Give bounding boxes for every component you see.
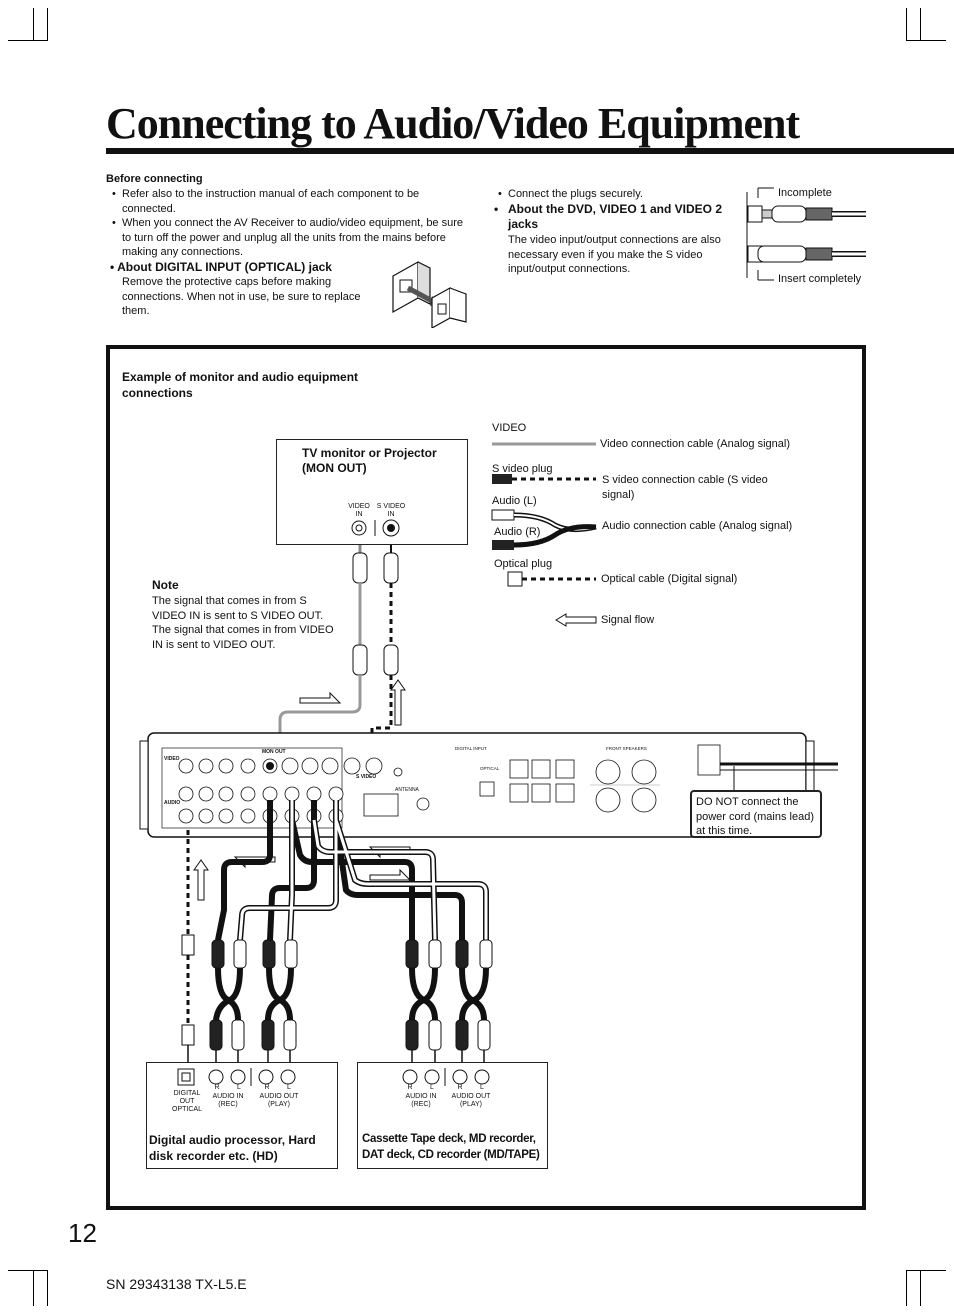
legend-optical-plug: Optical plug <box>494 558 553 570</box>
receiver-optical-label: OPTICAL <box>480 766 500 771</box>
md-r-label: R <box>457 1084 463 1091</box>
hd-r-label: R <box>264 1084 270 1091</box>
plug-insert-illustration <box>746 187 866 281</box>
optical-jack-heading: • About DIGITAL INPUT (OPTICAL) jack <box>110 260 332 274</box>
legend-optical-desc: Optical cable (Digital signal) <box>601 573 738 585</box>
receiver-s-video-label: S VIDEO <box>356 774 377 780</box>
tv-jacks <box>351 519 400 537</box>
legend-video-plug: VIDEO <box>492 422 527 434</box>
video-in-label: VIDEO IN <box>348 503 370 518</box>
crop-mark <box>920 8 921 41</box>
crop-mark <box>33 1270 34 1306</box>
md-audio-in-label: AUDIO IN (REC) <box>405 1093 437 1108</box>
dvd-jacks-heading-text: About the DVD, VIDEO 1 and VIDEO 2 jacks <box>508 202 723 231</box>
md-l-label: L <box>480 1084 484 1091</box>
s-video-in-label: S VIDEO IN <box>376 503 406 518</box>
receiver-video-label: VIDEO <box>164 756 180 762</box>
md-device-title: Cassette Tape deck, MD recorder, DAT dec… <box>362 1133 540 1161</box>
dvd-jacks-text: The video input/output connections are a… <box>508 234 721 275</box>
power-warning-text: DO NOT connect the power cord (mains lea… <box>696 796 814 837</box>
hd-l-label: L <box>287 1084 291 1091</box>
dvd-jacks-heading: • About the DVD, VIDEO 1 and VIDEO 2 jac… <box>494 202 744 232</box>
legend-audio-l-plug: Audio (L) <box>492 495 537 507</box>
hd-audio-out-label: AUDIO OUT (PLAY) <box>259 1093 299 1108</box>
hd-device-title: Digital audio processor, Hard disk recor… <box>149 1133 316 1163</box>
md-r-label: R <box>407 1084 413 1091</box>
hd-r-label: R <box>214 1084 220 1091</box>
crop-mark <box>906 40 946 41</box>
legend-signal-flow: Signal flow <box>601 614 655 626</box>
crop-mark <box>33 8 34 41</box>
optical-cap-illustration <box>392 260 467 328</box>
hd-audio-in-label: AUDIO IN (REC) <box>212 1093 244 1108</box>
tv-monitor-box <box>276 439 468 545</box>
bullet-text: When you connect the AV Receiver to audi… <box>122 217 464 258</box>
legend-audio-desc: Audio connection cable (Analog signal) <box>602 520 793 532</box>
hd-l-label: L <box>237 1084 241 1091</box>
legend-audio-r-plug: Audio (R) <box>494 526 541 538</box>
receiver-front-speakers-label: FRONT SPEAKERS <box>606 746 647 751</box>
title-rule <box>106 148 954 154</box>
crop-mark <box>906 1270 946 1271</box>
note-text: The signal that comes in from S VIDEO IN… <box>152 595 334 651</box>
diagram-frame <box>106 345 866 1210</box>
receiver-antenna-label: ANTENNA <box>395 787 419 793</box>
optical-jack-text: Remove the protective caps before making… <box>122 276 361 317</box>
tv-monitor-title: TV monitor or Projector (MON OUT) <box>302 446 437 475</box>
crop-mark <box>906 8 907 41</box>
page-title: Connecting to Audio/Video Equipment <box>106 99 800 148</box>
legend-video-desc: Video connection cable (Analog signal) <box>600 438 790 450</box>
receiver-digital-input-label: DIGITAL INPUT <box>455 746 487 751</box>
crop-mark <box>47 8 48 41</box>
incomplete-label: Incomplete <box>778 187 832 199</box>
bullet-dot: • <box>494 202 499 216</box>
receiver-audio-label: AUDIO <box>164 800 181 806</box>
legend-svideo-desc: S video connection cable (S video signal… <box>602 474 768 501</box>
connect-securely-bullet: • Connect the plugs securely. <box>498 187 748 202</box>
before-connecting-bullet-2: • When you connect the AV Receiver to aud… <box>112 216 472 260</box>
before-connecting-bullet-1: • Refer also to the instruction manual of… <box>112 187 472 216</box>
power-warning-box <box>690 790 822 838</box>
crop-mark <box>47 1270 48 1306</box>
bullet-dot: • <box>498 188 502 200</box>
crop-mark <box>8 1270 48 1271</box>
bullet-text: Connect the plugs securely. <box>508 188 643 200</box>
crop-mark <box>906 1270 907 1306</box>
example-heading: Example of monitor and audio equipment c… <box>122 370 359 400</box>
before-connecting-heading: Before connecting <box>106 173 203 185</box>
md-jacks <box>402 1068 490 1086</box>
hd-digital-out-label: DIGITAL OUT OPTICAL <box>172 1090 202 1113</box>
footer-code: SN 29343138 TX-L5.E <box>106 1276 247 1292</box>
hd-jacks <box>177 1068 296 1086</box>
insert-completely-label: Insert completely <box>778 273 862 285</box>
md-device-box <box>357 1062 548 1169</box>
crop-mark <box>920 1270 921 1306</box>
bullet-dot: • <box>112 188 116 200</box>
bullet-dot: • <box>112 217 116 229</box>
legend-svideo-plug: S video plug <box>492 463 553 475</box>
note-heading: Note <box>152 578 179 592</box>
md-l-label: L <box>430 1084 434 1091</box>
bullet-text: Refer also to the instruction manual of … <box>122 188 420 215</box>
page-number: 12 <box>68 1218 97 1248</box>
md-audio-out-label: AUDIO OUT (PLAY) <box>451 1093 491 1108</box>
receiver-mon-out-label: MON OUT <box>262 749 286 755</box>
crop-mark <box>8 40 48 41</box>
